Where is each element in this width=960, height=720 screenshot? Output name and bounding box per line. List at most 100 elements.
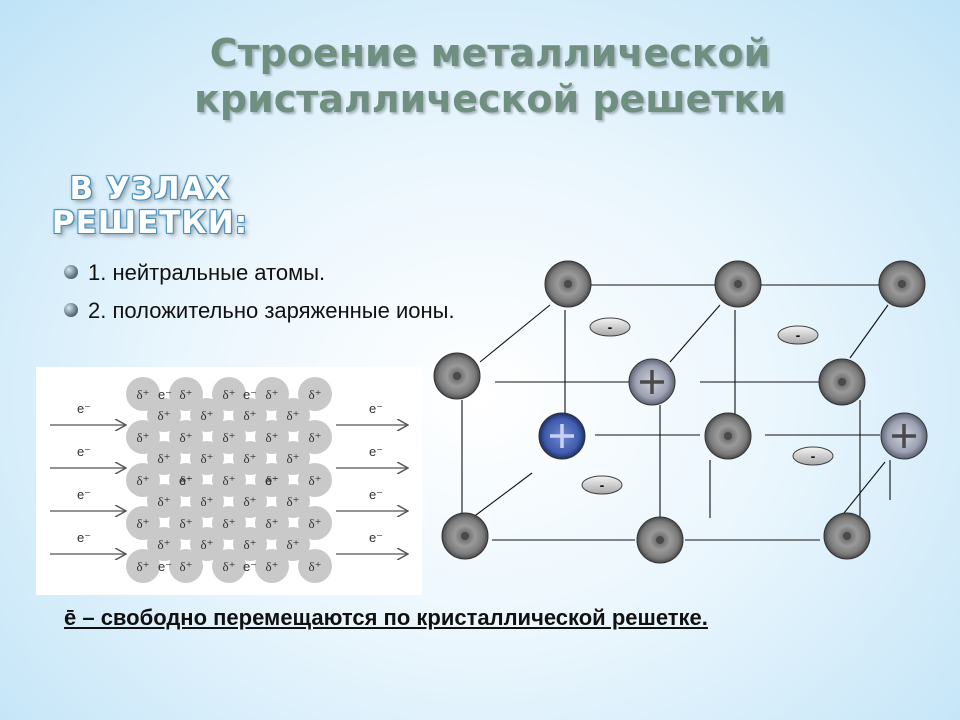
ion-circle	[255, 506, 289, 540]
electron-label: e⁻	[243, 387, 257, 402]
ion-circle	[276, 527, 310, 561]
ion-label: δ⁺	[137, 430, 150, 445]
electron-label: e⁻	[265, 473, 279, 488]
ion-circle	[212, 377, 246, 411]
ion-label: δ⁺	[223, 430, 236, 445]
electron-label: e⁻	[369, 530, 383, 545]
ion-label: δ⁺	[309, 430, 322, 445]
ion-circle	[298, 463, 332, 497]
electron-label: e⁻	[77, 401, 91, 416]
atom-core	[461, 532, 469, 540]
ion-label: δ⁺	[287, 408, 300, 423]
ion-label: δ⁺	[137, 559, 150, 574]
slide-title: Строение металлической кристаллической р…	[170, 30, 810, 122]
ion-circle	[233, 527, 267, 561]
ion-circle	[147, 527, 181, 561]
electron-label: e⁻	[77, 487, 91, 502]
ion-circle	[126, 506, 160, 540]
ion-circle	[233, 484, 267, 518]
ion-label: δ⁺	[266, 430, 279, 445]
ion-circle	[233, 441, 267, 475]
ion-label: δ⁺	[309, 559, 322, 574]
lattice-bond	[471, 472, 533, 519]
footer-note: ē – свободно перемещаются по кристалличе…	[64, 605, 708, 630]
ion-circle	[169, 377, 203, 411]
nodes-list: 1. нейтральные атомы. 2. положительно за…	[64, 254, 464, 330]
ion-label: δ⁺	[244, 451, 257, 466]
ion-circle	[255, 549, 289, 583]
list-item-text: 2. положительно заряженные ионы.	[88, 298, 455, 323]
atom-core	[843, 532, 851, 540]
ion-label: δ⁺	[309, 516, 322, 531]
atom-core	[656, 536, 664, 544]
metal-lattice-diagram: ----	[433, 260, 928, 564]
electron-label: e⁻	[369, 487, 383, 502]
ion-circle	[147, 398, 181, 432]
bullet-icon	[64, 265, 78, 279]
lattice-bond	[839, 461, 886, 519]
ion-label: δ⁺	[309, 473, 322, 488]
ion-label: δ⁺	[201, 408, 214, 423]
ion-circle	[126, 463, 160, 497]
ion-circle	[190, 484, 224, 518]
ion-label: δ⁺	[223, 387, 236, 402]
ion-label: δ⁺	[244, 537, 257, 552]
electron-label: e⁻	[369, 401, 383, 416]
ion-label: δ⁺	[309, 387, 322, 402]
ion-circle	[126, 377, 160, 411]
section-heading-line-2: РЕШЕТКИ:	[51, 205, 249, 241]
electron-sign: -	[600, 477, 605, 493]
ion-circle	[212, 549, 246, 583]
ion-circle	[276, 398, 310, 432]
ion-circle	[255, 463, 289, 497]
ion-circle	[255, 420, 289, 454]
atom-core	[898, 280, 906, 288]
electron-label: e⁻	[77, 530, 91, 545]
ion-circle	[190, 527, 224, 561]
slide-title-line-2: кристаллической решетки	[194, 77, 786, 121]
ion-circle	[169, 463, 203, 497]
atom-core	[734, 280, 742, 288]
ion-label: δ⁺	[223, 473, 236, 488]
bullet-icon	[64, 303, 78, 317]
electron-label: e⁻	[179, 473, 193, 488]
ion-label: δ⁺	[287, 537, 300, 552]
ion-circle	[276, 484, 310, 518]
ion-label: δ⁺	[223, 516, 236, 531]
ion-label: δ⁺	[180, 387, 193, 402]
ion-label: δ⁺	[180, 473, 193, 488]
ion-label: δ⁺	[158, 451, 171, 466]
ion-label: δ⁺	[244, 408, 257, 423]
free-electron	[589, 317, 631, 337]
ion-circle	[298, 549, 332, 583]
ion-label: δ⁺	[158, 494, 171, 509]
ion-circle	[255, 377, 289, 411]
electron-flow-diagram: δ⁺ δ⁺ δ⁺ δ⁺ δ⁺ δ⁺ δ⁺ δ⁺ δ⁺ δ⁺ δ⁺ δ⁺ δ⁺ δ⁺ δ⁺ δ⁺ δ⁺ δ⁺ δ⁺ δ⁺…	[36, 367, 422, 595]
ion-label: δ⁺	[158, 408, 171, 423]
atom-core	[564, 280, 572, 288]
atom-core	[838, 378, 846, 386]
ion-circle	[298, 420, 332, 454]
ion-circle	[233, 398, 267, 432]
slide-title-line-1: Строение металлической	[209, 31, 771, 75]
electron-label: e⁻	[369, 444, 383, 459]
ion-circle	[212, 463, 246, 497]
section-heading-line-1: В УЗЛАХ	[69, 171, 231, 207]
atom-core	[453, 372, 461, 380]
lattice-bond	[479, 304, 551, 363]
electron-flow-canvas: δ⁺ δ⁺ δ⁺ δ⁺ δ⁺ δ⁺ δ⁺ δ⁺ δ⁺ δ⁺ δ⁺ δ⁺ δ⁺ δ⁺ δ⁺ δ⁺ δ⁺ δ⁺ δ⁺ δ⁺…	[50, 377, 422, 583]
ion-circle	[276, 441, 310, 475]
ion-label: δ⁺	[201, 451, 214, 466]
ion-circle	[298, 506, 332, 540]
atom-core	[724, 432, 732, 440]
ion-label: δ⁺	[180, 516, 193, 531]
ion-circle	[126, 420, 160, 454]
electron-label: e⁻	[77, 444, 91, 459]
list-item: 1. нейтральные атомы.	[64, 254, 464, 292]
ion-circle	[212, 506, 246, 540]
ion-label: δ⁺	[266, 516, 279, 531]
lattice-bond	[849, 304, 889, 359]
electron-label: e⁻	[158, 387, 172, 402]
ion-circle	[169, 506, 203, 540]
ion-circle	[147, 441, 181, 475]
